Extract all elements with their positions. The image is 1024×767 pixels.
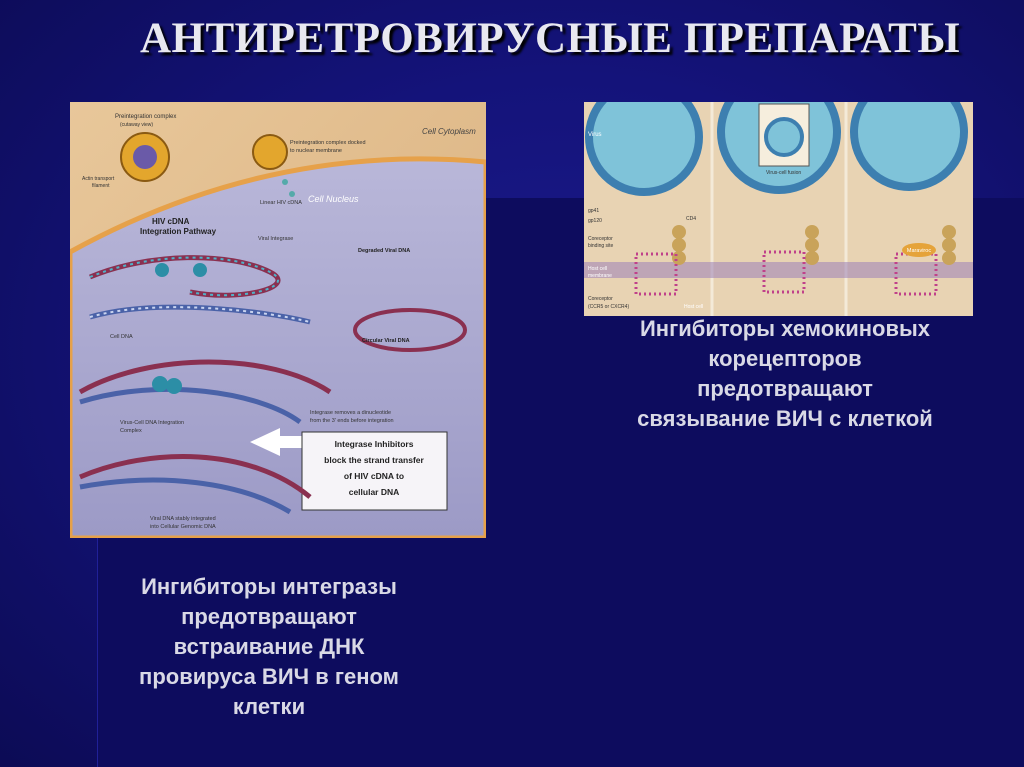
callout-line-4: cellular DNA: [349, 487, 400, 497]
label-gp120: gp120: [588, 218, 602, 224]
caption-integrase-inhibitors: Ингибиторы интегразы предотвращают встра…: [98, 572, 440, 722]
label-complex: Complex: [120, 428, 142, 434]
caption-left-line: предотвращают: [181, 604, 357, 629]
label-ccr5: (CCR5 or CXCR4): [588, 304, 629, 310]
virus-particle-3: [850, 102, 968, 191]
inhibitor-callout: Integrase Inhibitors block the strand tr…: [250, 428, 448, 511]
label-cd4: CD4: [686, 216, 696, 222]
label-integrase-removes: Integrase removes a dinucleotide: [310, 410, 391, 416]
caption-left-line: клетки: [232, 694, 306, 719]
callout-line-1: Integrase Inhibitors: [335, 439, 414, 449]
label-from-ends: from the 3' ends before integration: [310, 418, 394, 424]
caption-right-line: корецепторов: [708, 346, 862, 371]
label-circular: Circular Viral DNA: [362, 338, 410, 344]
label-binding-site: binding site: [588, 243, 614, 249]
label-coreceptor-binding: Coreceptor: [588, 236, 613, 242]
caption-right-line: связывание ВИЧ с клеткой: [637, 406, 933, 431]
label-pathway-1: HIV cDNA: [152, 217, 190, 226]
label-integration-complex: Virus-Cell DNA Integration: [120, 420, 184, 426]
label-stably: Viral DNA stably integrated: [150, 516, 216, 522]
label-nucleus: Cell Nucleus: [308, 194, 359, 204]
caption-coreceptor-inhibitors: Ингибиторы хемокиновых корецепторов пред…: [590, 314, 980, 434]
label-membrane: membrane: [588, 273, 612, 279]
label-pathway-2: Integration Pathway: [140, 227, 217, 236]
label-fusion: Virus-cell fusion: [766, 170, 801, 176]
caption-right-line: предотвращают: [697, 376, 873, 401]
label-docked: Preintegration complex docked: [290, 140, 366, 146]
label-actin: Actin transport: [82, 176, 115, 182]
callout-line-2: block the strand transfer: [324, 455, 424, 465]
preintegration-complex-icon: [120, 132, 170, 182]
integrase-pathway-illustration: Preintegration complex (cutaway view) Pr…: [70, 102, 486, 538]
virus-particle-2: [717, 102, 841, 194]
caption-left-line: провируса ВИЧ в геном: [139, 664, 399, 689]
label-linear-dna: Linear HIV cDNA: [260, 200, 302, 206]
label-into-genome: into Cellular Genomic DNA: [150, 524, 216, 530]
label-coreceptor: Coreceptor: [588, 296, 613, 302]
caption-right-line: Ингибиторы хемокиновых: [639, 316, 931, 341]
maraviroc-icon: Maraviroc: [902, 243, 936, 257]
slide-title: АНТИРЕТРОВИРУСНЫЕ ПРЕПАРАТЫ: [139, 15, 961, 62]
coreceptor-figure: Maraviroc Virus Virus-cell fusion gp41 g…: [584, 102, 973, 316]
label-preintegration: Preintegration complex: [115, 114, 176, 120]
label-to-membrane: to nuclear membrane: [290, 148, 342, 154]
integrase-pathway-figure: Preintegration complex (cutaway view) Pr…: [70, 102, 486, 538]
label-host-membrane: Host cell: [588, 266, 607, 272]
label-gp41: gp41: [588, 208, 599, 214]
coreceptor-illustration: Maraviroc Virus Virus-cell fusion gp41 g…: [584, 102, 973, 316]
label-maraviroc: Maraviroc: [907, 248, 931, 254]
label-virus: Virus: [588, 132, 602, 138]
label-cell-dna: Cell DNA: [110, 334, 133, 340]
label-filament: filament: [92, 183, 110, 189]
virus-particle-1: [585, 102, 703, 196]
docked-complex-icon: [252, 134, 295, 197]
label-host-cell: Host cell: [684, 304, 703, 310]
caption-left-line: встраивание ДНК: [173, 634, 365, 659]
label-cutaway: (cutaway view): [120, 122, 153, 128]
label-degraded: Degraded Viral DNA: [358, 248, 410, 254]
caption-left-line: Ингибиторы интегразы: [141, 574, 397, 599]
label-viral-integrase: Viral Integrase: [258, 236, 293, 242]
callout-line-3: of HIV cDNA to: [344, 471, 404, 481]
label-cytoplasm: Cell Cytoplasm: [422, 127, 476, 136]
